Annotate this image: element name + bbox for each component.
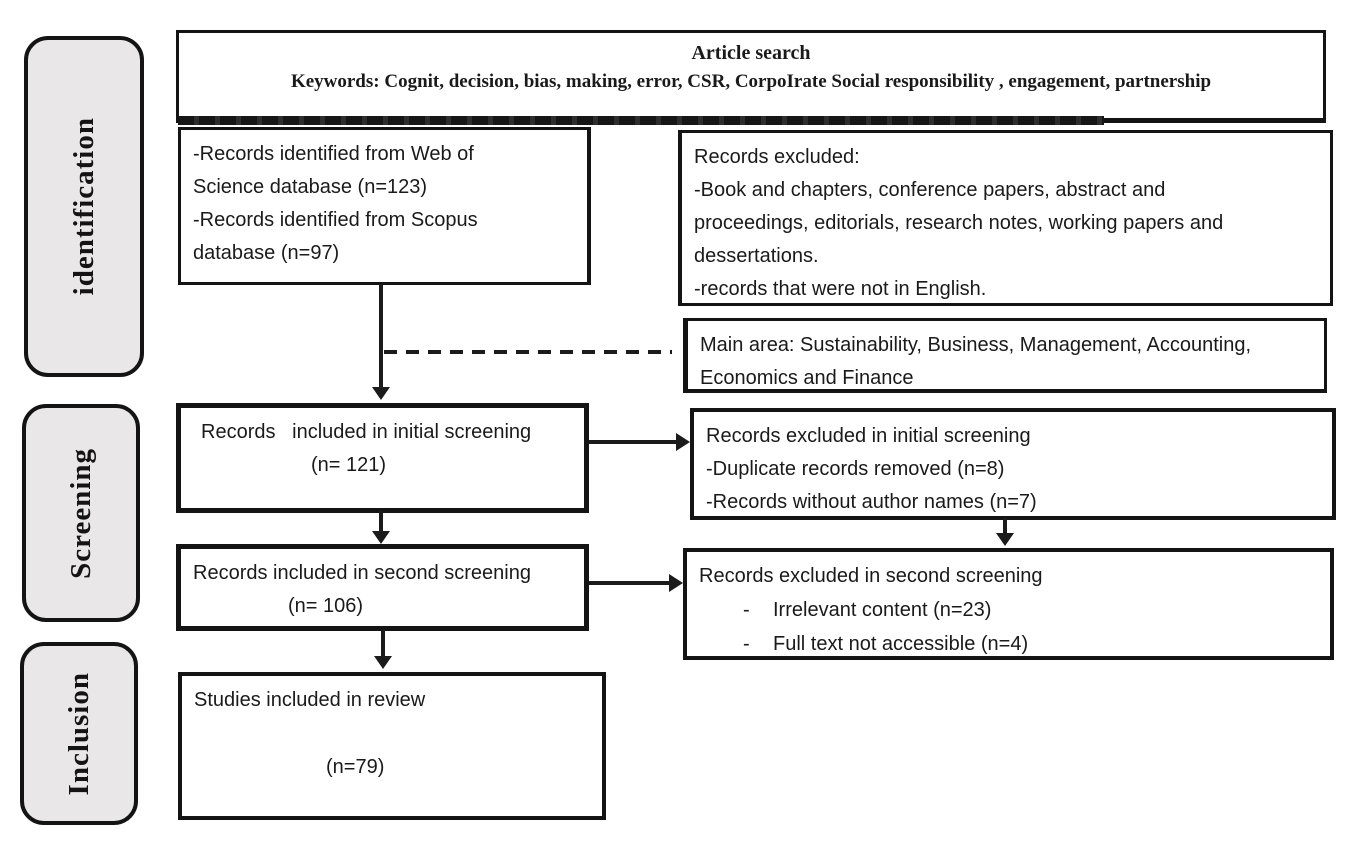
stage-box-screening: Screening [22,404,140,622]
second-screening-count: (n= 106) [288,595,364,617]
list-dash: - [743,633,750,655]
arrow-identified-to-initial [379,284,383,390]
stage-box-inclusion: Inclusion [20,642,138,825]
arrowhead-down-icon [372,387,390,400]
article-search-box: Article search Keywords: Cognit, decisio… [176,30,1326,123]
excluded-second-box: Records excluded in second screening - I… [683,548,1334,660]
records-identified-line: database (n=97) [193,242,340,264]
article-search-title: Article search [691,42,811,64]
article-search-keywords: Keywords: Cognit, decision, bias, making… [290,71,1212,92]
arrowhead-right-icon [669,574,683,592]
excluded-initial-line: -Duplicate records removed (n=8) [706,458,1005,480]
dashed-connector-main-area [384,350,672,354]
records-excluded-box: Records excluded: -Book and chapters, co… [678,130,1333,306]
stage-label-identification: identification [67,117,100,296]
records-identified-line: Science database (n=123) [193,176,428,198]
excluded-second-title: Records excluded in second screening [699,565,1043,587]
records-excluded-line: Records excluded: [694,146,860,168]
excluded-second-item-label: Full text not accessible (n=4) [773,633,1029,655]
records-excluded-line: dessertations. [694,245,819,267]
excluded-second-item-label: Irrelevant content (n=23) [773,599,992,621]
arrow-second-to-excluded [589,581,670,585]
initial-screening-line: Records included in initial screening [201,421,532,443]
arrowhead-down-icon [374,656,392,669]
excluded-initial-line: Records excluded in initial screening [706,425,1031,447]
excluded-second-item: - Irrelevant content (n=23) [699,593,1318,627]
main-area-box: Main area: Sustainability, Business, Man… [683,318,1327,393]
records-identified-line: -Records identified from Web of [193,143,474,165]
stage-box-identification: identification [24,36,144,377]
records-identified-box: -Records identified from Web of Science … [178,127,591,285]
excluded-initial-box: Records excluded in initial screening -D… [690,408,1336,520]
records-excluded-line: -Book and chapters, conference papers, a… [694,179,1166,201]
arrowhead-right-icon [676,433,690,451]
included-review-line: Studies included in review [194,689,426,711]
excluded-second-item: - Full text not accessible (n=4) [699,627,1318,661]
initial-screening-count: (n= 121) [311,454,387,476]
initial-screening-box: Records included in initial screening (n… [176,403,589,513]
records-identified-line: -Records identified from Scopus [193,209,478,231]
records-excluded-line: proceedings, editorials, research notes,… [694,212,1224,234]
main-area-line: Main area: Sustainability, Business, Man… [700,334,1252,356]
second-screening-line: Records included in second screening [193,562,531,584]
records-excluded-line: -records that were not in English. [694,278,987,300]
stage-label-screening: Screening [64,447,97,579]
obscured-text-band [178,116,1104,125]
arrowhead-down-icon [996,533,1014,546]
arrow-excluded-initial-to-excluded-second [1003,518,1007,538]
second-screening-box: Records included in second screening (n=… [176,544,589,631]
included-review-box: Studies included in review (n=79) [178,672,606,820]
main-area-line: Economics and Finance [700,367,914,389]
included-review-count: (n=79) [326,756,385,778]
stage-label-inclusion: Inclusion [62,671,95,796]
list-dash: - [743,599,750,621]
arrow-second-to-review [381,629,385,659]
excluded-initial-line: -Records without author names (n=7) [706,491,1037,513]
arrow-initial-to-second [379,511,383,536]
arrow-initial-to-excluded [589,440,676,444]
arrowhead-down-icon [372,531,390,544]
